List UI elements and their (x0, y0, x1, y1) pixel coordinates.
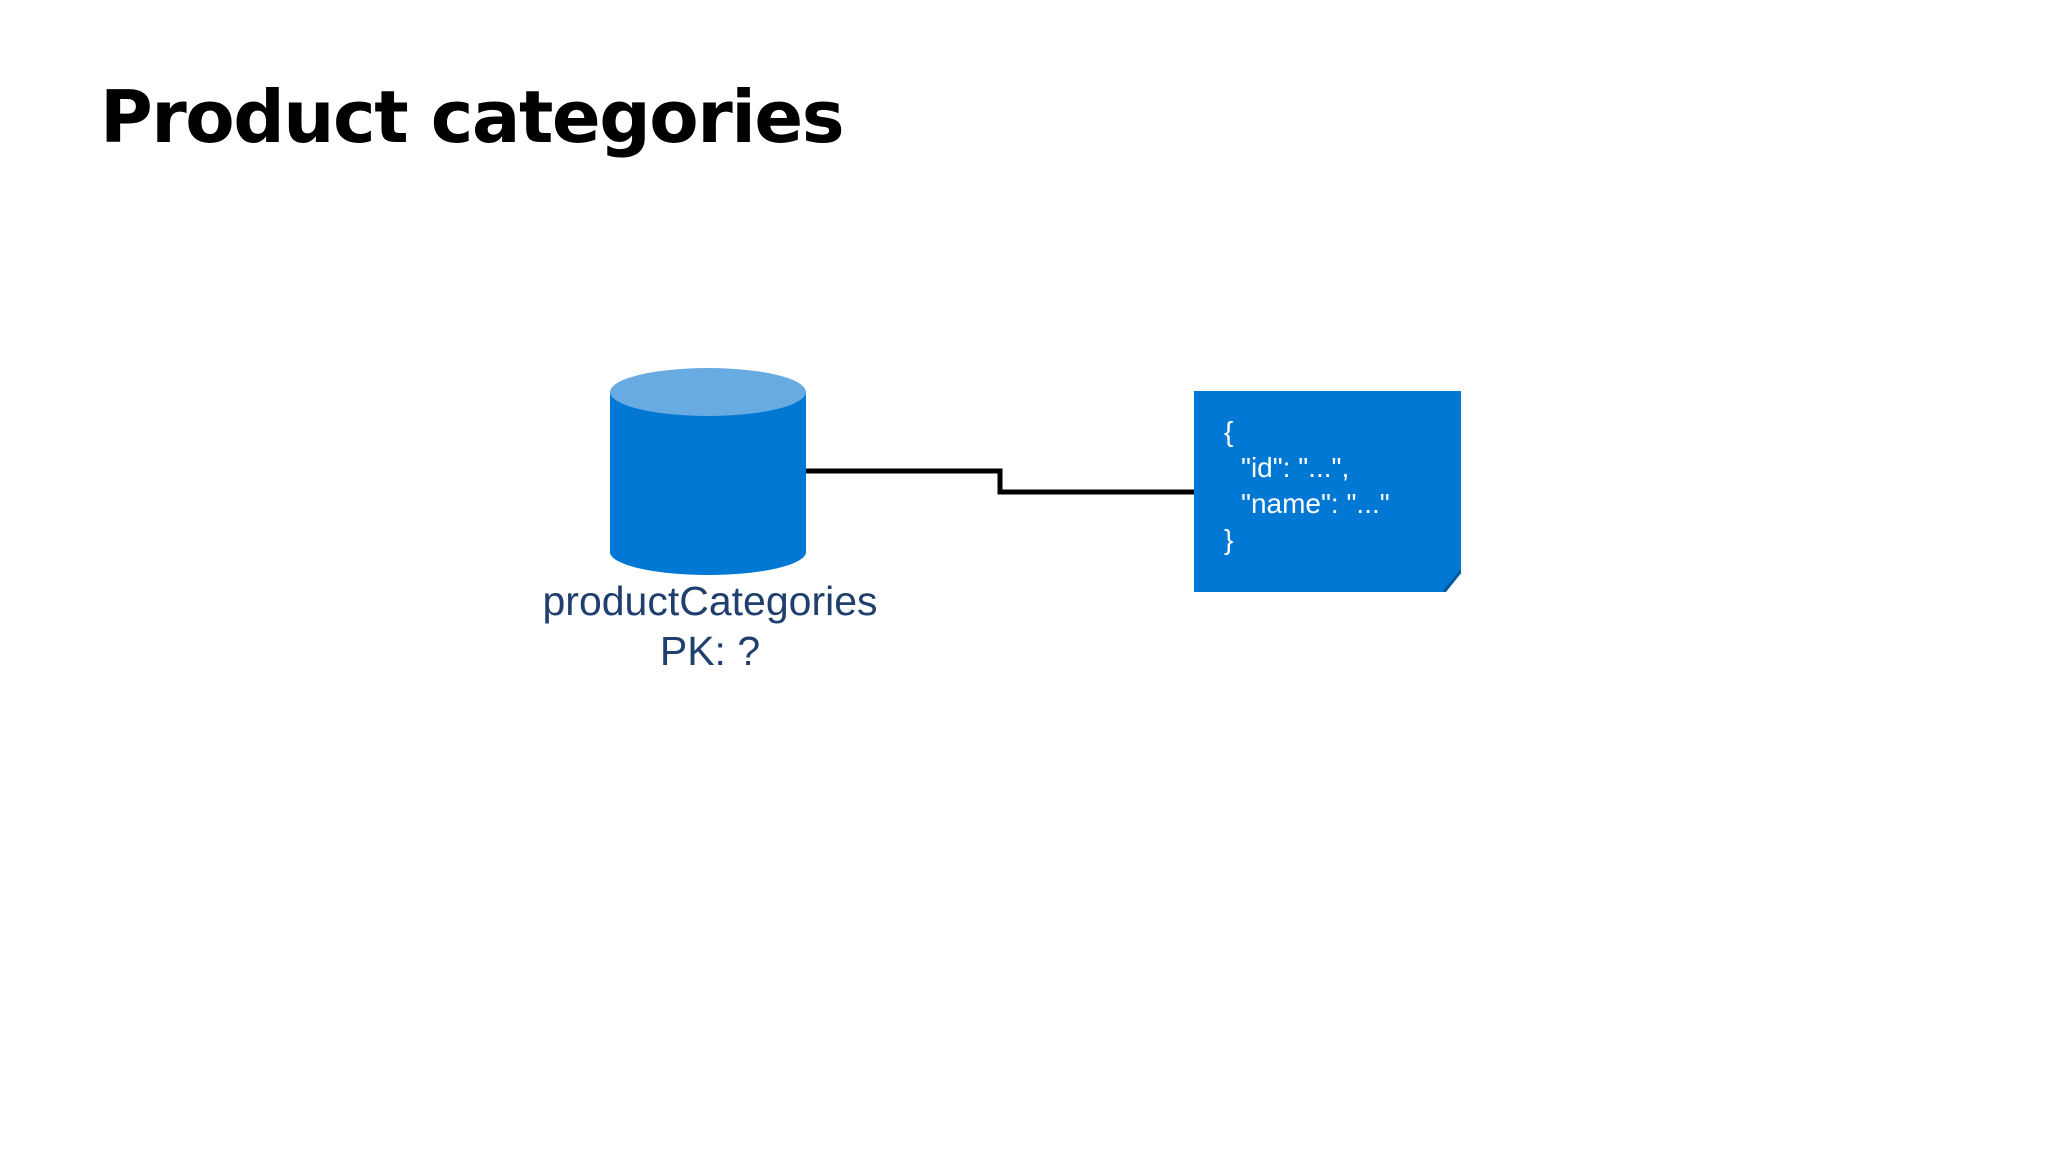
database-body (610, 392, 806, 575)
database-top (610, 368, 806, 416)
document-icon (1194, 391, 1461, 592)
json-document-card: { "id": "...", "name": "..." } (1194, 391, 1461, 592)
slide-title: Product categories (100, 75, 845, 159)
container-label: productCategories PK: ? (510, 576, 910, 676)
database-icon (610, 368, 806, 575)
container-name: productCategories (542, 578, 878, 624)
code-line-open-brace: { (1224, 416, 1234, 447)
code-line-close-brace: } (1224, 524, 1234, 555)
connector-line (806, 468, 1196, 495)
code-line-name: "name": "..." (1241, 488, 1390, 519)
code-line-id: "id": "...", (1241, 452, 1350, 483)
document-code: { "id": "...", "name": "..." } (1224, 414, 1390, 558)
partition-key-label: PK: ? (659, 628, 761, 674)
